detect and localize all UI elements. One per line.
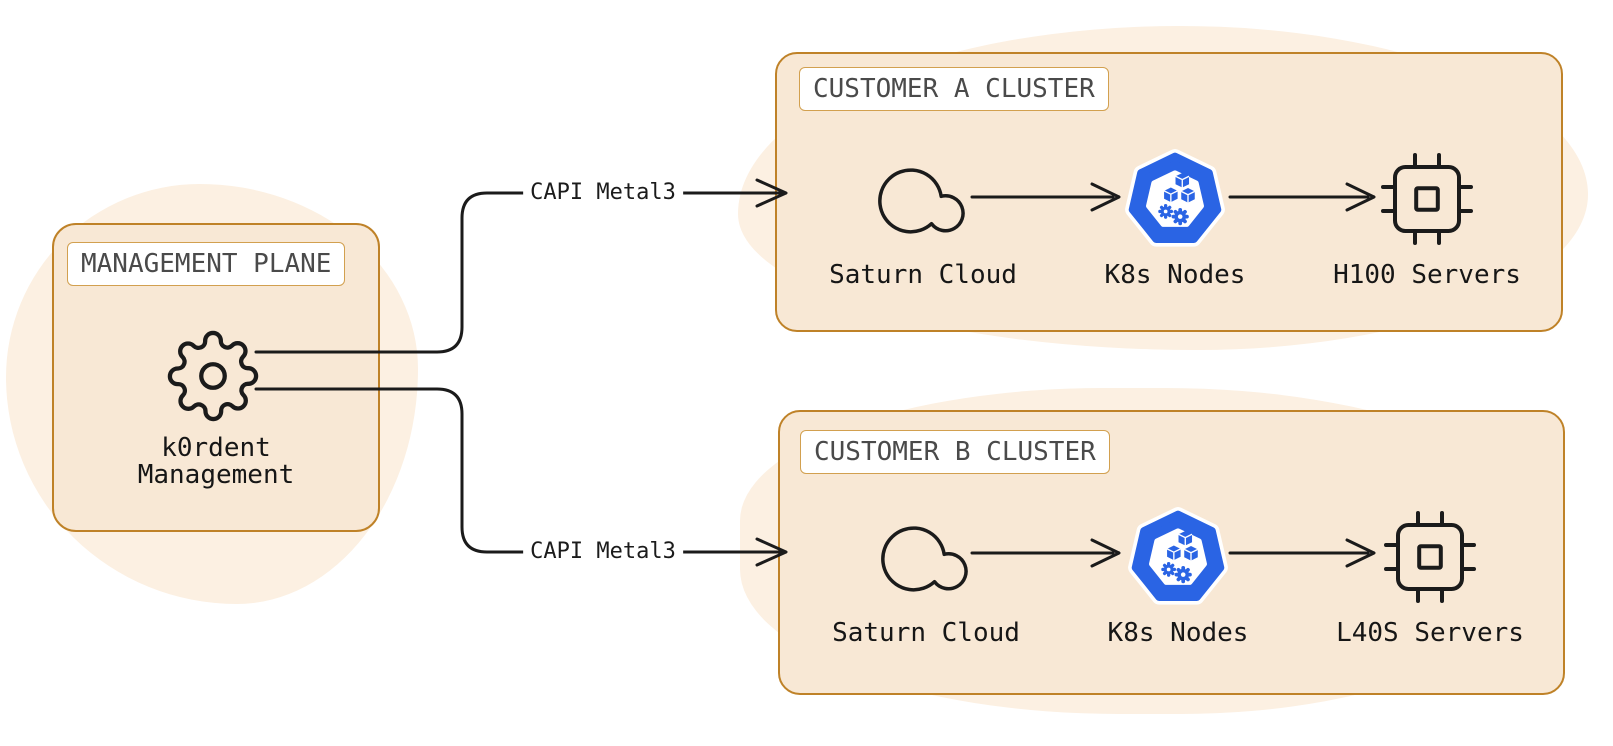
management-plane-title: MANAGEMENT PLANE xyxy=(67,242,346,286)
cloud-icon xyxy=(881,526,968,592)
cpu-chip-icon xyxy=(1384,511,1476,603)
connector-label-capi-metal3-a: CAPI Metal3 xyxy=(523,179,683,207)
customer-b-cluster-title: CUSTOMER B CLUSTER xyxy=(800,430,1110,474)
node-label-l40s-servers: L40S Servers xyxy=(1336,618,1524,648)
node-label-k8s-nodes: K8s Nodes xyxy=(1104,260,1246,290)
cubes-glyph xyxy=(1166,530,1199,561)
connector-label-capi-metal3-b: CAPI Metal3 xyxy=(523,538,683,566)
management-node-label: k0rdent Management xyxy=(137,433,295,490)
kubernetes-icon xyxy=(1125,149,1225,247)
customer-a-cluster-title: CUSTOMER A CLUSTER xyxy=(799,67,1109,111)
cloud-icon xyxy=(878,168,965,234)
management-plane-box: MANAGEMENT PLANE k0rdent Management xyxy=(52,223,380,532)
cubes-glyph xyxy=(1163,172,1196,203)
kubernetes-icon xyxy=(1128,507,1228,605)
customer-a-cluster-box: CUSTOMER A CLUSTER Saturn Cloud xyxy=(775,52,1563,332)
node-label-k8s-nodes: K8s Nodes xyxy=(1107,618,1249,648)
node-label-saturn-cloud: Saturn Cloud xyxy=(829,260,1017,290)
node-label-saturn-cloud: Saturn Cloud xyxy=(832,618,1020,648)
gears-glyph xyxy=(1161,562,1192,584)
cpu-chip-icon xyxy=(1381,153,1473,245)
node-label-h100-servers: H100 Servers xyxy=(1333,260,1521,290)
customer-b-cluster-box: CUSTOMER B CLUSTER Saturn Cloud xyxy=(778,410,1565,695)
gears-glyph xyxy=(1158,204,1189,226)
gear-icon xyxy=(167,330,259,422)
